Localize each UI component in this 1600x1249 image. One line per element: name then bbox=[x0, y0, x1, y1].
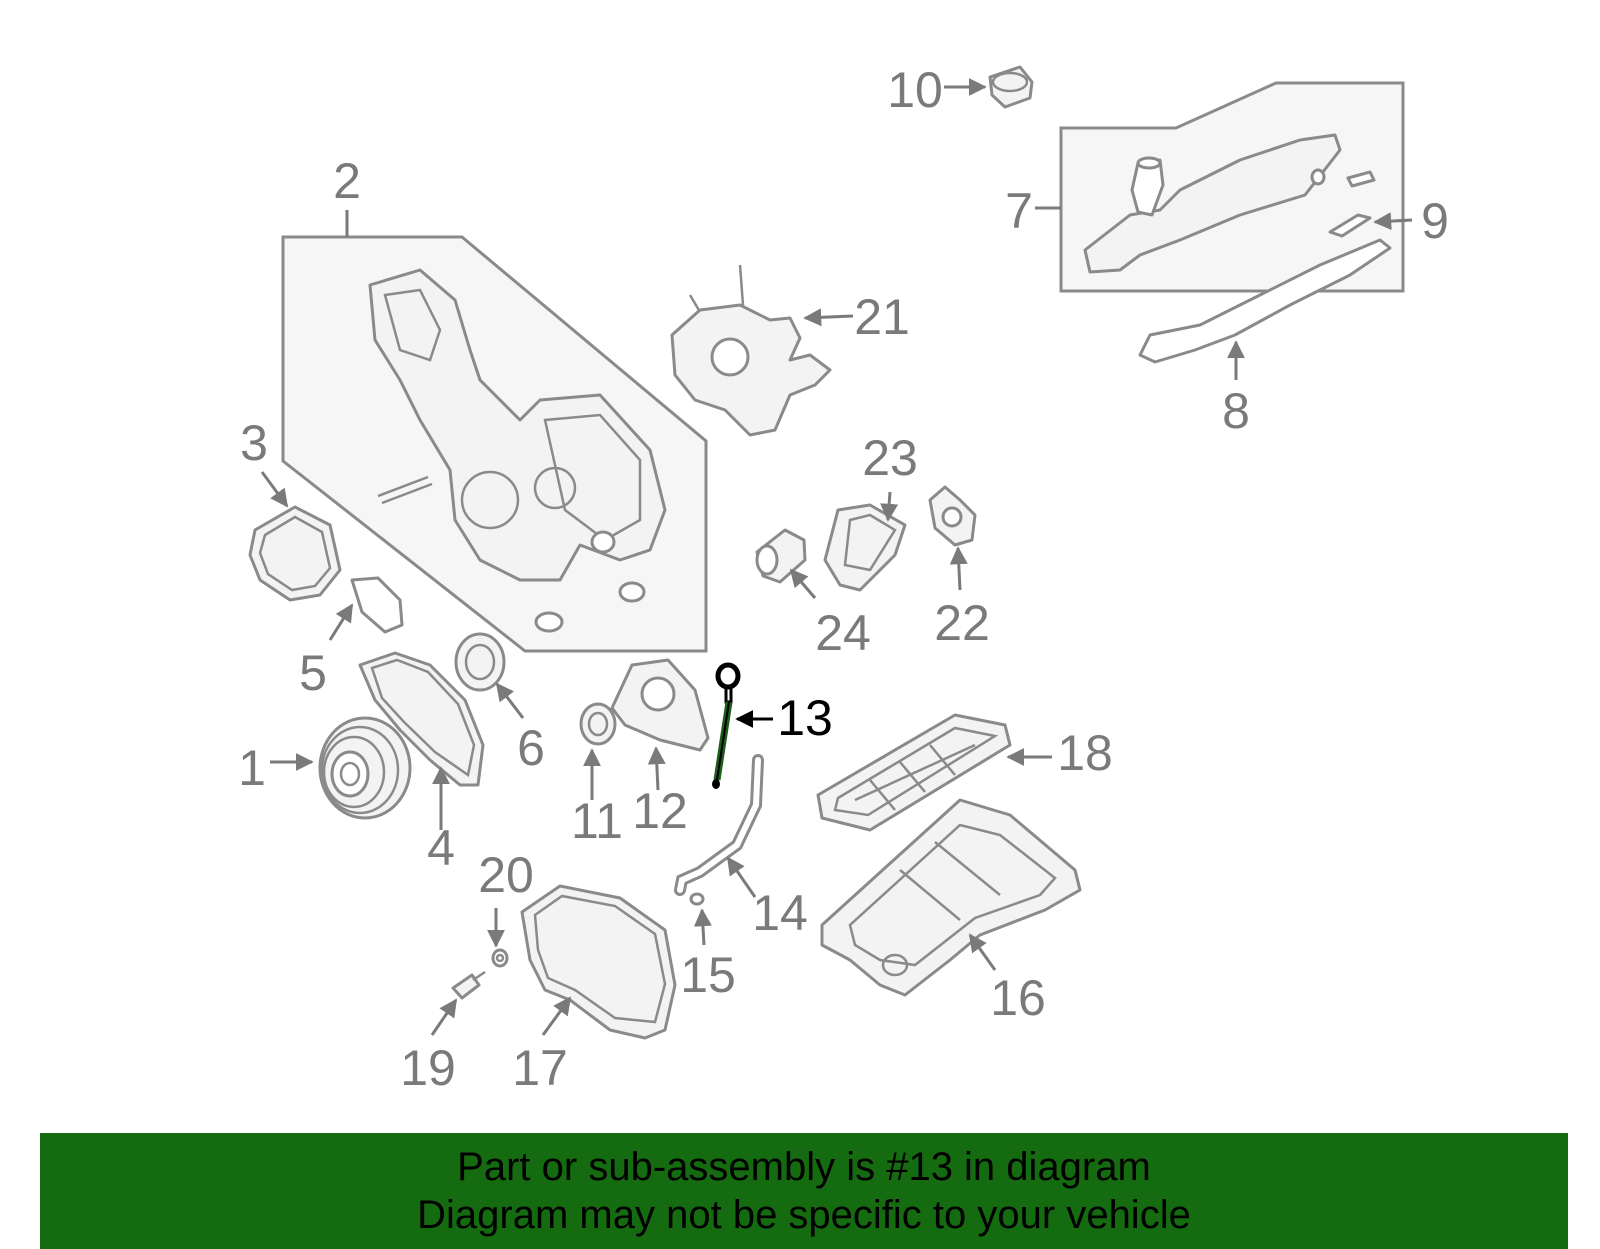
callout-12[interactable]: 12 bbox=[632, 783, 688, 839]
banner-line-2: Diagram may not be specific to your vehi… bbox=[417, 1193, 1191, 1237]
callout-17[interactable]: 17 bbox=[512, 1040, 568, 1096]
callout-10[interactable]: 10 bbox=[887, 62, 943, 118]
callout-6[interactable]: 6 bbox=[517, 720, 545, 776]
part-11-seal[interactable] bbox=[579, 702, 617, 746]
callout-9[interactable]: 9 bbox=[1421, 193, 1449, 249]
callout-19[interactable]: 19 bbox=[400, 1040, 456, 1096]
part-24-oil-filter[interactable] bbox=[755, 528, 807, 584]
part-18-oil-baffle[interactable] bbox=[816, 713, 1012, 832]
callout-23[interactable]: 23 bbox=[862, 430, 918, 486]
callout-3[interactable]: 3 bbox=[240, 415, 268, 471]
part-5-gasket[interactable] bbox=[350, 576, 404, 634]
callout-1[interactable]: 1 bbox=[238, 740, 266, 796]
part-10-oil-filler-cap[interactable] bbox=[988, 65, 1034, 109]
part-12-housing[interactable] bbox=[610, 658, 710, 752]
part-16-upper-oil-pan[interactable] bbox=[820, 798, 1082, 997]
callout-5[interactable]: 5 bbox=[299, 645, 327, 701]
callout-13[interactable]: 13 bbox=[777, 690, 833, 746]
part-4-front-cover[interactable] bbox=[358, 651, 485, 787]
part-21-water-pump[interactable] bbox=[670, 264, 832, 437]
banner-line-1: Part or sub-assembly is #13 in diagram bbox=[457, 1145, 1151, 1189]
part-8-valve-cover-gasket[interactable] bbox=[1138, 238, 1392, 364]
part-7-valve-cover-assembly[interactable] bbox=[1059, 81, 1405, 293]
part-17-lower-oil-pan[interactable] bbox=[520, 884, 677, 1040]
callout-14[interactable]: 14 bbox=[752, 885, 808, 941]
info-banner: Part or sub-assembly is #13 in diagram D… bbox=[40, 1133, 1568, 1249]
part-2-timing-cover-assembly[interactable] bbox=[281, 235, 708, 653]
part-14-dipstick-tube[interactable] bbox=[674, 754, 764, 896]
callout-22[interactable]: 22 bbox=[934, 595, 990, 651]
part-19-drain-bolt[interactable] bbox=[451, 970, 486, 1000]
part-13-dipstick[interactable] bbox=[712, 662, 741, 789]
callout-7[interactable]: 7 bbox=[1005, 183, 1033, 239]
part-6-seal[interactable] bbox=[454, 632, 506, 692]
callout-24[interactable]: 24 bbox=[815, 605, 871, 661]
part-22-thermostat-housing[interactable] bbox=[928, 485, 977, 547]
part-20-washer[interactable] bbox=[491, 948, 509, 968]
callout-4[interactable]: 4 bbox=[427, 820, 455, 876]
callout-8[interactable]: 8 bbox=[1222, 383, 1250, 439]
callout-21[interactable]: 21 bbox=[854, 289, 910, 345]
part-1-pulley[interactable] bbox=[318, 716, 412, 820]
callout-11[interactable]: 11 bbox=[571, 793, 623, 849]
part-23-bracket[interactable] bbox=[823, 503, 907, 592]
callout-15[interactable]: 15 bbox=[680, 947, 736, 1003]
part-15-o-ring[interactable] bbox=[689, 892, 705, 906]
callout-16[interactable]: 16 bbox=[990, 970, 1046, 1026]
part-9-gasket[interactable] bbox=[1328, 213, 1372, 238]
callout-18[interactable]: 18 bbox=[1057, 725, 1113, 781]
callout-20[interactable]: 20 bbox=[478, 847, 534, 903]
callout-2[interactable]: 2 bbox=[333, 153, 361, 209]
part-3-cover[interactable] bbox=[248, 505, 342, 602]
